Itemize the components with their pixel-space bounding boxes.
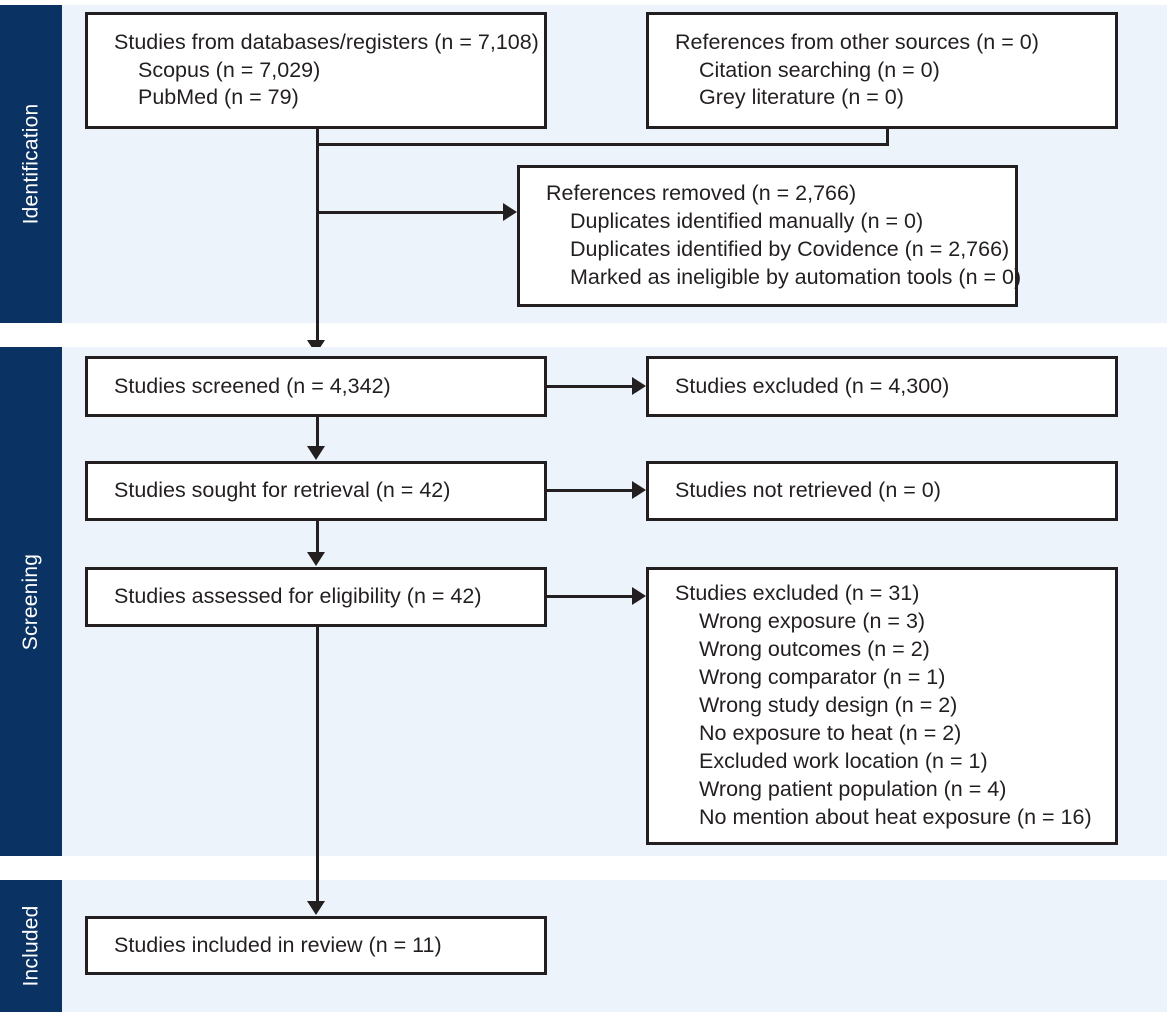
- arrowhead-to-studies-excluded-eligibility: [632, 587, 646, 605]
- stage-label-included: Included: [0, 880, 62, 1012]
- arrowhead-to-studies-assessed: [307, 552, 325, 566]
- connector-assessed-to-included: [316, 627, 319, 902]
- connector-databases-down: [316, 129, 319, 146]
- box-studies-assessed-for-eligibility: Studies assessed for eligibility (n = 42…: [85, 567, 547, 627]
- box-screened-title: Studies screened (n = 4,342): [114, 373, 391, 398]
- box-other-sources-title: References from other sources (n = 0): [675, 29, 1039, 54]
- box-other-sources-item-citation-searching: Citation searching (n = 0): [699, 57, 940, 82]
- arrowhead-to-studies-sought: [307, 446, 325, 460]
- box-sought-title: Studies sought for retrieval (n = 42): [114, 478, 451, 503]
- box-excluded-eligibility-reason-wrong-outcomes: Wrong outcomes (n = 2): [699, 637, 930, 662]
- connector-sought-to-not-retrieved: [547, 489, 633, 492]
- connector-assessed-to-excluded: [547, 595, 633, 598]
- connector-other-sources-down: [886, 129, 889, 146]
- stage-label-identification: Identification: [0, 5, 62, 323]
- box-excluded-eligibility-reason-wrong-comparator: Wrong comparator (n = 1): [699, 665, 946, 690]
- stage-label-screening-text: Screening: [19, 553, 42, 650]
- arrowhead-to-references-removed: [503, 203, 517, 221]
- box-excluded-eligibility-reason-no-exposure-to-heat: No exposure to heat (n = 2): [699, 720, 962, 745]
- stage-label-screening: Screening: [0, 347, 62, 856]
- connector-sought-to-assessed: [316, 521, 319, 553]
- box-other-sources-item-grey-literature: Grey literature (n = 0): [699, 85, 904, 110]
- box-removed-item-duplicates-manual: Duplicates identified manually (n = 0): [570, 209, 924, 234]
- box-studies-included-in-review: Studies included in review (n = 11): [85, 916, 547, 975]
- box-excluded-eligibility-reason-excluded-work-location: Excluded work location (n = 1): [699, 748, 988, 773]
- box-references-removed: References removed (n = 2,766) Duplicate…: [517, 165, 1022, 307]
- connector-identification-to-screening: [316, 211, 319, 341]
- box-references-from-other-sources: References from other sources (n = 0) Ci…: [646, 12, 1118, 129]
- box-studies-screened: Studies screened (n = 4,342): [85, 356, 547, 417]
- box-removed-item-marked-ineligible: Marked as ineligible by automation tools…: [570, 264, 1022, 289]
- box-databases-item-scopus: Scopus (n = 7,029): [138, 57, 321, 82]
- stage-label-identification-text: Identification: [19, 103, 42, 225]
- connector-screened-to-excluded: [547, 385, 633, 388]
- box-excluded-eligibility-reason-wrong-patient-population: Wrong patient population (n = 4): [699, 776, 1007, 801]
- arrowhead-to-studies-not-retrieved: [632, 481, 646, 499]
- box-excluded-eligibility-title: Studies excluded (n = 31): [675, 581, 920, 606]
- connector-merge-horizontal: [316, 143, 889, 146]
- box-studies-excluded-eligibility: Studies excluded (n = 31) Wrong exposure…: [646, 567, 1118, 845]
- box-databases-title: Studies from databases/registers (n = 7,…: [114, 29, 539, 54]
- connector-merge-down: [316, 143, 319, 212]
- box-assessed-title: Studies assessed for eligibility (n = 42…: [114, 584, 482, 609]
- box-studies-sought-for-retrieval: Studies sought for retrieval (n = 42): [85, 461, 547, 521]
- box-not-retrieved-title: Studies not retrieved (n = 0): [675, 478, 941, 503]
- box-excluded-eligibility-reason-no-mention-heat-exposure: No mention about heat exposure (n = 16): [699, 804, 1092, 829]
- box-studies-not-retrieved: Studies not retrieved (n = 0): [646, 461, 1118, 521]
- arrowhead-to-studies-included: [307, 901, 325, 915]
- connector-screened-to-sought: [316, 417, 319, 447]
- stage-label-included-text: Included: [19, 905, 42, 987]
- box-removed-item-duplicates-covidence: Duplicates identified by Covidence (n = …: [570, 237, 1010, 261]
- box-databases-item-pubmed: PubMed (n = 79): [138, 85, 299, 110]
- box-studies-from-databases: Studies from databases/registers (n = 7,…: [85, 12, 547, 129]
- box-included-title: Studies included in review (n = 11): [114, 932, 442, 957]
- box-removed-title: References removed (n = 2,766): [546, 181, 857, 206]
- arrowhead-to-studies-excluded-screening: [632, 377, 646, 395]
- connector-to-references-removed: [316, 211, 504, 214]
- box-excluded-eligibility-reason-wrong-study-design: Wrong study design (n = 2): [699, 693, 958, 718]
- box-excluded-screening-title: Studies excluded (n = 4,300): [675, 373, 950, 398]
- box-studies-excluded-screening: Studies excluded (n = 4,300): [646, 356, 1118, 417]
- box-excluded-eligibility-reason-wrong-exposure: Wrong exposure (n = 3): [699, 609, 926, 634]
